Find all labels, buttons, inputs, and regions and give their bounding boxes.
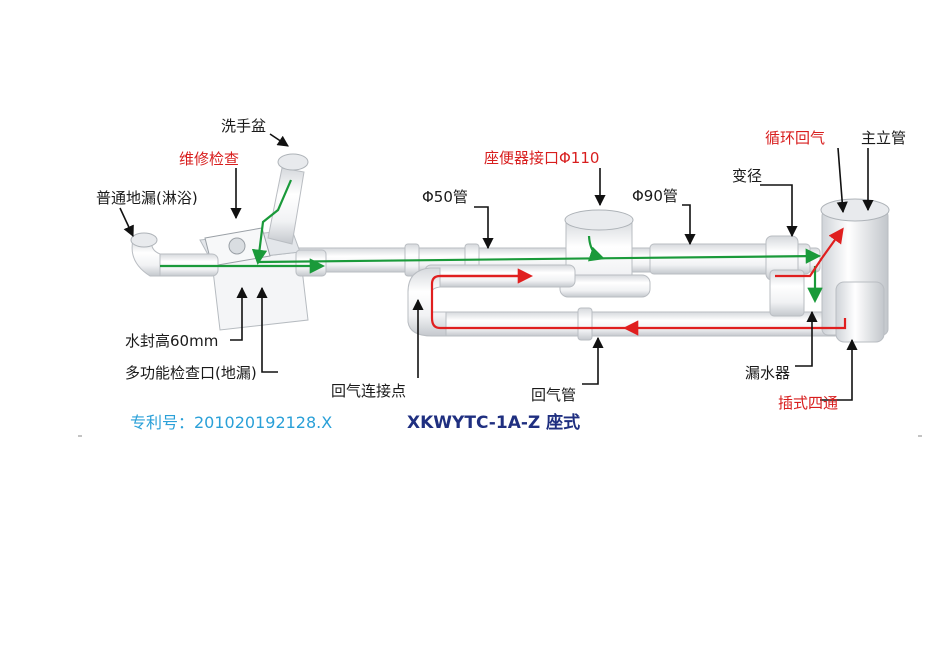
leader-return-pipe xyxy=(582,336,604,385)
label-leak-device: 漏水器 xyxy=(745,364,790,382)
leader-water-seal xyxy=(230,286,248,341)
red-flow-up-stack xyxy=(775,227,844,278)
return-pipe-elbow-left xyxy=(407,267,447,337)
return-pipe-riser-right xyxy=(769,269,805,317)
model-number: XKWYTC-1A-Z 座式 xyxy=(407,412,580,433)
red-flow-return-left xyxy=(430,274,626,330)
green-flow-main-2 xyxy=(257,248,822,264)
label-washbasin: 洗手盆 xyxy=(221,117,266,135)
pipe-assembly xyxy=(130,153,890,343)
label-pipe50: Φ50管 xyxy=(422,188,468,206)
patent-number: 专利号：201020192128.X xyxy=(130,413,332,432)
label-main-stack: 主立管 xyxy=(861,129,906,147)
floor-drain-inlet xyxy=(130,232,158,248)
leader-lines xyxy=(119,133,874,401)
labels: 洗手盆 维修检查 普通地漏(淋浴) 水封高60mm 多功能检查口(地漏) Φ50… xyxy=(96,117,906,412)
plug-cross-body xyxy=(835,281,885,343)
green-flow-toilet xyxy=(587,235,605,262)
label-maintenance: 维修检查 xyxy=(179,150,239,168)
leader-floor-drain xyxy=(119,207,134,238)
leader-washbasin xyxy=(269,133,289,147)
toilet-inlet-opening xyxy=(564,209,634,231)
trap-outlet-pipe xyxy=(295,249,327,277)
label-multi-inspection: 多功能检查口(地漏) xyxy=(125,364,257,382)
washbasin-riser xyxy=(267,167,305,245)
floor-drain-center xyxy=(228,237,246,255)
label-pipe90: Φ90管 xyxy=(632,187,678,205)
leader-reducer xyxy=(760,184,798,238)
leader-recirculation xyxy=(836,147,848,214)
flow-lines xyxy=(160,179,847,336)
washbasin-inlet xyxy=(277,153,309,171)
label-recirculation: 循环回气 xyxy=(765,129,825,147)
main-stack-opening xyxy=(820,198,890,222)
label-water-seal: 水封高60mm xyxy=(125,332,218,350)
label-return-connect: 回气连接点 xyxy=(331,382,406,400)
label-floor-drain: 普通地漏(淋浴) xyxy=(96,189,198,207)
green-flow-washbasin xyxy=(251,179,293,266)
label-return-pipe: 回气管 xyxy=(531,386,576,404)
leader-multi-inspection xyxy=(256,286,278,373)
label-plug-cross: 插式四通 xyxy=(778,394,838,412)
red-flow-return-loop xyxy=(622,318,847,336)
return-pipe-collar xyxy=(577,307,593,341)
leader-plug-cross xyxy=(820,338,858,401)
label-reducer: 变径 xyxy=(732,167,762,185)
leader-leak-device xyxy=(795,310,818,367)
label-toilet-inlet: 座便器接口Φ110 xyxy=(484,149,599,167)
leader-pipe50 xyxy=(474,206,494,250)
leader-pipe90 xyxy=(682,204,696,246)
